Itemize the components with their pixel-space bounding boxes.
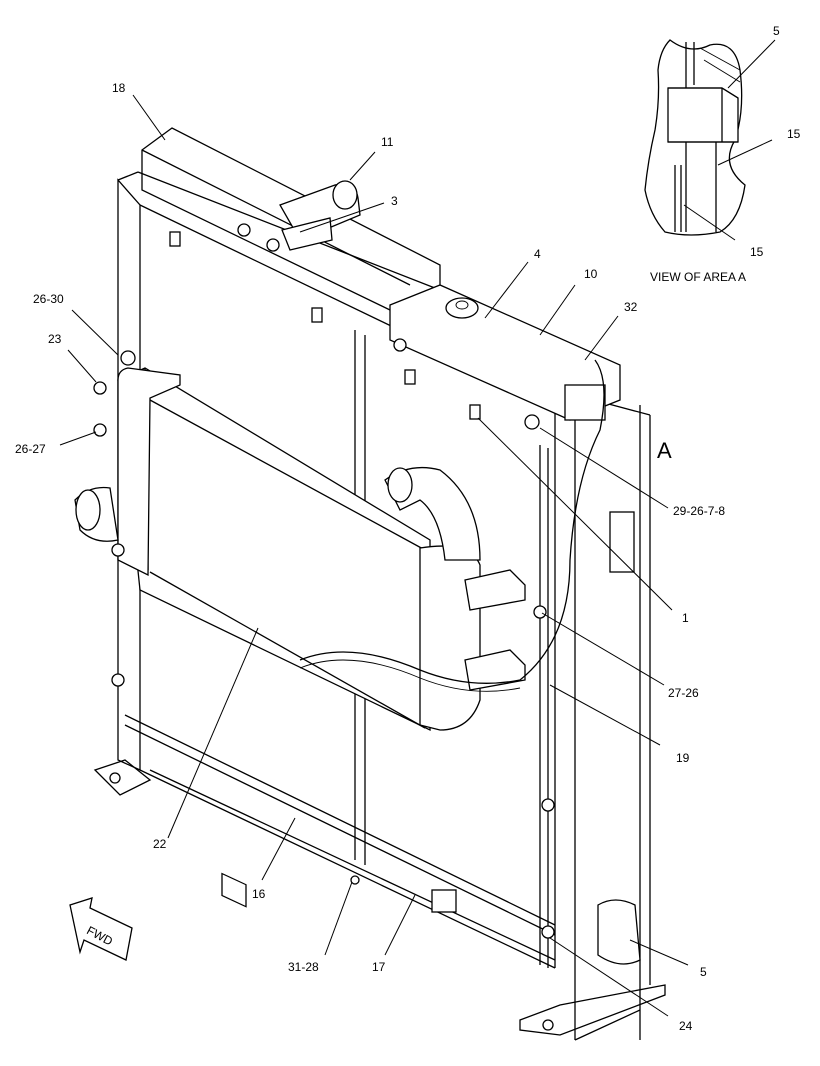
callout-18: 18: [112, 81, 126, 95]
callout-26-30: 26-30: [33, 292, 64, 306]
callout-24: 24: [679, 1019, 693, 1033]
upper-outlet-pipe: [279, 180, 361, 251]
fastener-clips: [93, 223, 635, 1031]
detail-callout-15-upper: 15: [787, 127, 801, 141]
vent-hose: [299, 359, 605, 684]
upper-tank: [389, 284, 621, 421]
callout-4: 4: [534, 247, 541, 261]
detail-view-area-a: [644, 39, 776, 241]
callout-5: 5: [700, 965, 707, 979]
callout-16: 16: [252, 887, 266, 901]
forward-arrow-icon: FWD: [69, 897, 133, 961]
callout-leaders: [59, 94, 689, 1017]
detail-view-caption: VIEW OF AREA A: [650, 270, 746, 284]
area-marker-a: A: [657, 438, 672, 463]
callout-3: 3: [391, 194, 398, 208]
detail-callout-15-lower: 15: [750, 245, 764, 259]
callout-29-26-7-8: 29-26-7-8: [673, 504, 725, 518]
callout-19: 19: [676, 751, 690, 765]
callout-10: 10: [584, 267, 598, 281]
callout-27-26: 27-26: [668, 686, 699, 700]
callout-23: 23: [48, 332, 62, 346]
lower-latch: [597, 899, 641, 965]
callout-11: 11: [381, 135, 394, 149]
detail-callout-5: 5: [773, 24, 780, 38]
callout-26-27: 26-27: [15, 442, 46, 456]
callout-32: 32: [624, 300, 638, 314]
callout-17: 17: [372, 960, 386, 974]
callout-1: 1: [682, 611, 689, 625]
callout-31-28: 31-28: [288, 960, 319, 974]
aftercooler-core: [74, 367, 526, 732]
callout-22: 22: [153, 837, 167, 851]
